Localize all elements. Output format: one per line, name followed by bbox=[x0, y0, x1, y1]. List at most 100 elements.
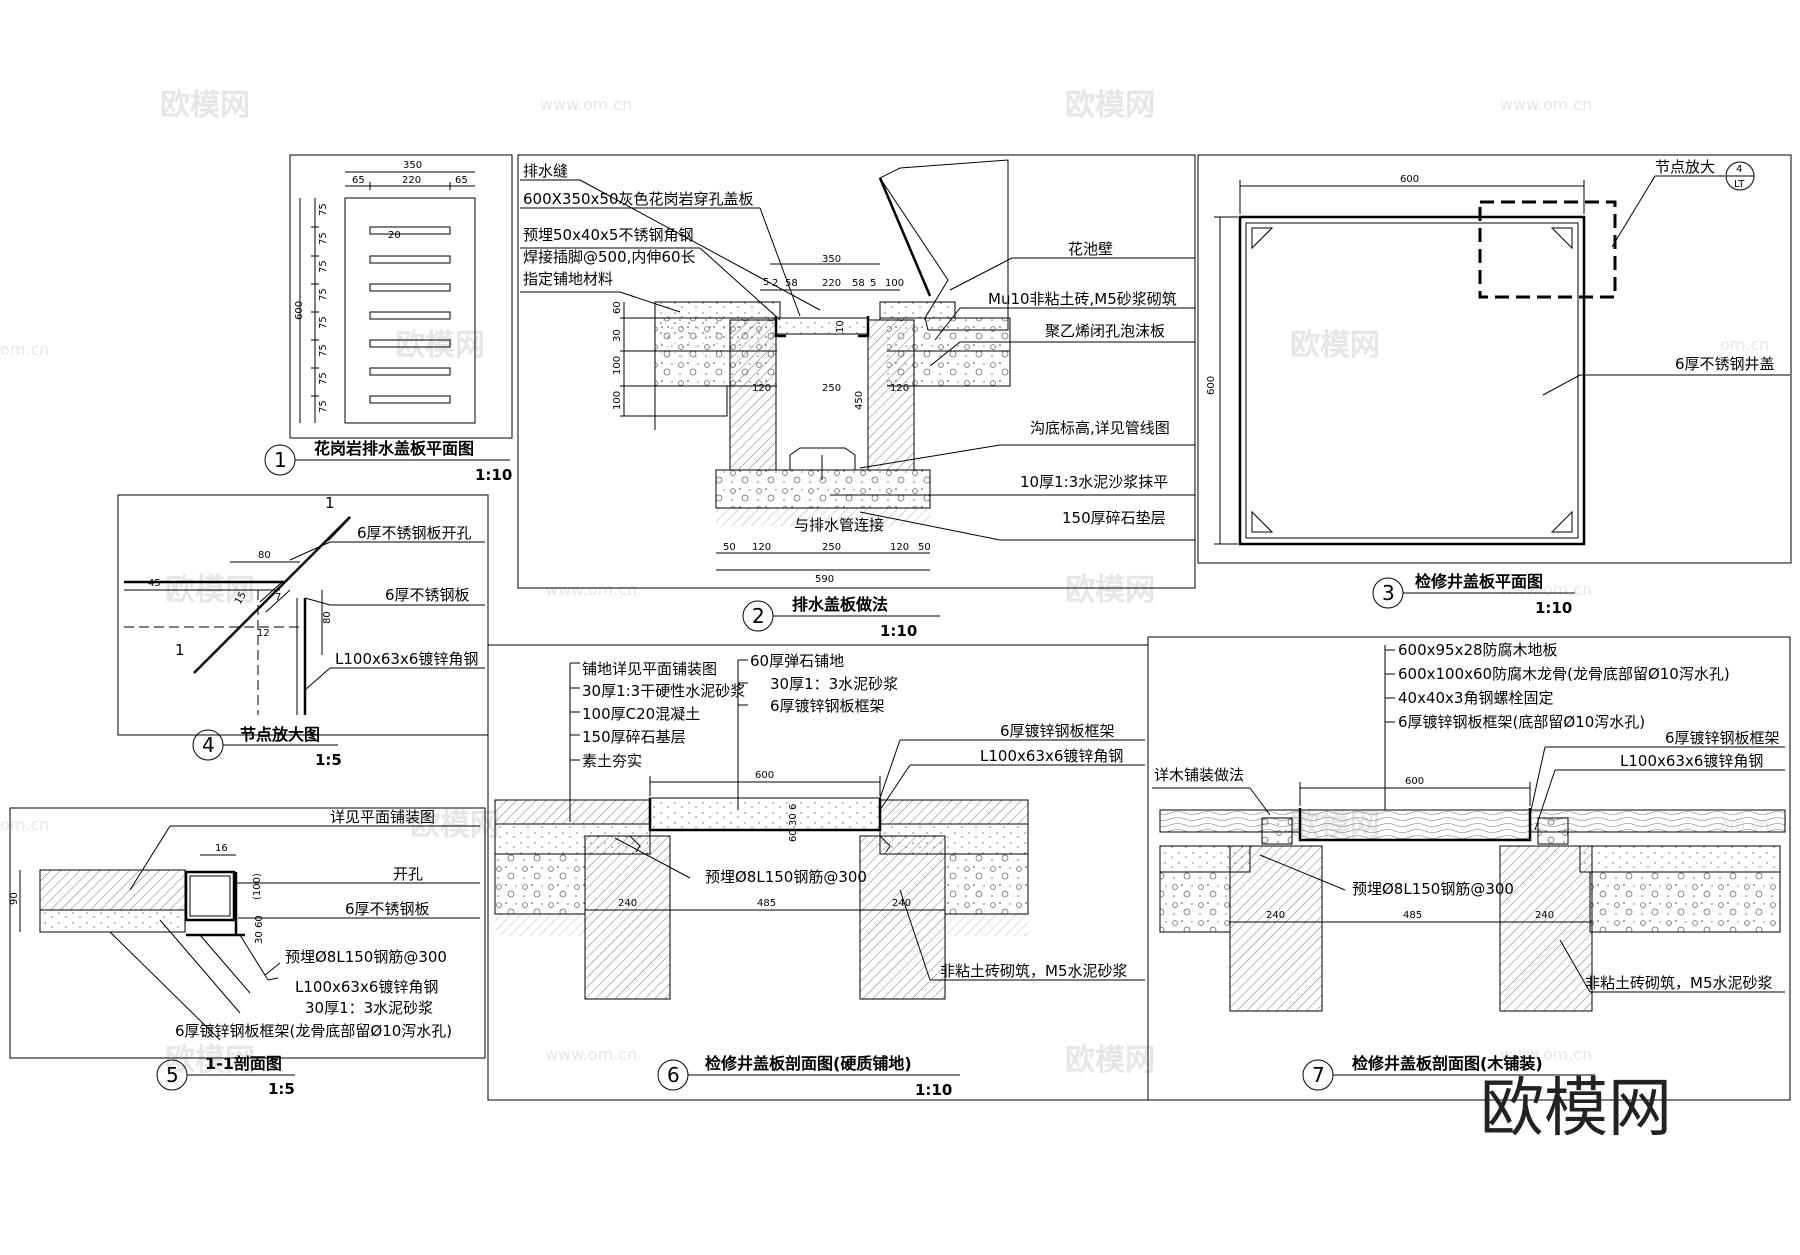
d2-dim-top: 220 bbox=[822, 278, 841, 289]
d2-label: 焊接插脚@500,内伸60长 bbox=[523, 248, 696, 266]
joist-left bbox=[1261, 817, 1293, 845]
d3-dim-height: 600 bbox=[1206, 376, 1217, 395]
d5-label: 预埋Ø8L150钢筋@300 bbox=[285, 948, 447, 966]
detail-5-title: 1-1剖面图 bbox=[205, 1054, 282, 1073]
steel-frame bbox=[648, 798, 882, 832]
d3-label-cover: 6厚不锈钢井盖 bbox=[1675, 355, 1775, 373]
detail-6-number: 6 bbox=[667, 1063, 680, 1087]
d5-dim: 30 bbox=[254, 931, 265, 944]
d7-label: 6厚镀锌钢板框架(底部留Ø10泻水孔) bbox=[1398, 713, 1645, 731]
detail-4-node-enlarge: 1 1 80 80 45 15 7 12 6厚不锈钢板开孔 6厚不锈钢板 L10… bbox=[117, 494, 489, 769]
well-cover-infill bbox=[649, 797, 881, 831]
d7-label: 详木铺装做法 bbox=[1154, 766, 1244, 784]
d1-dim-ticks-left bbox=[311, 226, 319, 397]
d5-label: 6厚镀锌钢板框架(龙骨底部留Ø10泻水孔) bbox=[175, 1022, 452, 1040]
anchor-bar bbox=[239, 934, 279, 981]
d1-dim-row: 75 bbox=[318, 372, 329, 385]
watermark-url: www.om.cn bbox=[1500, 1045, 1592, 1064]
brick-wall-left bbox=[585, 836, 670, 999]
d3-label-node: 节点放大 bbox=[1655, 158, 1715, 176]
d6-label: 150厚碎石基层 bbox=[582, 728, 686, 746]
detail-7-well-section-wood: 600 240 485 240 600x95x28防腐木地板 600x100x6… bbox=[1147, 636, 1791, 1101]
d5-label: L100x63x6镀锌角钢 bbox=[295, 978, 438, 996]
d2-label: 沟底标高,详见管线图 bbox=[1030, 419, 1170, 437]
d2-label: 聚乙烯闭孔泡沫板 bbox=[1045, 322, 1165, 340]
d2-dim-inner: 120 bbox=[752, 383, 771, 394]
d1-dim-height: 600 bbox=[294, 301, 305, 320]
node-enlarge-marker bbox=[1478, 200, 1617, 299]
watermark-url: www.om.cn bbox=[545, 1045, 637, 1064]
soil-base bbox=[716, 508, 930, 526]
d2-dim-top: 100 bbox=[885, 278, 904, 289]
watermark-brand: 欧模网 bbox=[1290, 328, 1380, 363]
planter-wall-edge bbox=[878, 177, 932, 297]
d2-dim-bottom-total: 590 bbox=[815, 574, 834, 585]
d5-label: 开孔 bbox=[393, 865, 423, 883]
brick-wall-left bbox=[1230, 846, 1322, 1011]
well-cover-outline bbox=[1238, 215, 1586, 546]
steel-box bbox=[184, 870, 236, 922]
d6-label: 60厚弹石铺地 bbox=[750, 652, 844, 670]
d2-dim-bottom: 250 bbox=[822, 542, 841, 553]
d1-dim-right-margin: 65 bbox=[455, 175, 468, 186]
detail-5-section-1-1: 90 16 (100) 60 30 详见平面铺装图 开孔 6厚不锈钢板 预埋Ø8… bbox=[9, 807, 486, 1098]
d6-label: 素土夯实 bbox=[582, 752, 642, 770]
d2-dim-top: 5 bbox=[763, 277, 769, 288]
watermark-layer: 欧模网 www.om.cn 欧模网 www.om.cn om.cn 欧模网 欧模… bbox=[0, 88, 1769, 1078]
d6-dim: 6 bbox=[788, 804, 799, 810]
gravel-bed bbox=[716, 470, 930, 508]
d1-dim-slot: 20 bbox=[388, 230, 401, 241]
d4-cut-bottom: 1 bbox=[175, 641, 185, 659]
detail-4-scale: 1:5 bbox=[315, 751, 342, 769]
corner-brackets bbox=[1251, 227, 1573, 533]
d2-label: 10厚1:3水泥沙浆抹平 bbox=[1020, 473, 1168, 491]
angle-steel-left bbox=[774, 316, 786, 338]
wood-deck-cover bbox=[1299, 809, 1531, 841]
d2-dim-inner: 450 bbox=[854, 391, 865, 410]
watermark-url: om.cn bbox=[0, 340, 49, 359]
d1-dim-row: 75 bbox=[318, 400, 329, 413]
d2-dim-top: 5 bbox=[870, 278, 876, 289]
d2-dim-top: 58 bbox=[785, 278, 798, 289]
d6-label: 铺地详见平面铺装图 bbox=[582, 660, 717, 678]
d7-label: L100x63x6镀锌角钢 bbox=[1620, 752, 1763, 770]
detail-2-frame bbox=[517, 154, 1196, 589]
d2-dim-top: 350 bbox=[822, 254, 841, 265]
detail-6-well-section-hard: 600 240 485 240 6 30 60 铺地详见平面铺装图 30厚1:3… bbox=[487, 644, 1149, 1101]
angle-steel-right bbox=[858, 316, 870, 338]
d6-dim: 60 bbox=[788, 829, 799, 842]
d2-label: 花池壁 bbox=[1068, 240, 1113, 258]
d5-dim: (100) bbox=[252, 873, 263, 900]
watermark-url: www.om.cn bbox=[1500, 95, 1592, 114]
d2-dim-top: 2 bbox=[772, 278, 778, 289]
d2-dim-left: 100 bbox=[612, 391, 623, 410]
d4-label: L100x63x6镀锌角钢 bbox=[335, 650, 478, 668]
d1-dim-row: 75 bbox=[318, 232, 329, 245]
d1-dim-left-margin: 65 bbox=[352, 175, 365, 186]
joist-right bbox=[1537, 817, 1569, 845]
d5-label: 详见平面铺装图 bbox=[330, 808, 435, 826]
d2-label: 150厚碎石垫层 bbox=[1062, 509, 1166, 527]
d6-dim: 600 bbox=[755, 770, 774, 781]
detail-6-scale: 1:10 bbox=[915, 1081, 952, 1099]
watermark-url: www.om.cn bbox=[540, 95, 632, 114]
detail-3-frame bbox=[1197, 154, 1792, 564]
detail-4-frame bbox=[117, 494, 489, 736]
d6-label: 预埋Ø8L150钢筋@300 bbox=[705, 868, 867, 886]
detail-2-scale: 1:10 bbox=[880, 622, 917, 640]
d7-dim: 600 bbox=[1405, 776, 1424, 787]
d2-leaders bbox=[520, 179, 1195, 541]
d3-ref-num: 4 bbox=[1736, 164, 1742, 175]
d4-dim: 80 bbox=[322, 611, 333, 624]
watermark-url: www.om.cn bbox=[545, 580, 637, 599]
detail-5-scale: 1:5 bbox=[268, 1080, 295, 1098]
d2-label: 指定铺地材料 bbox=[523, 270, 613, 288]
watermark-brand: 欧模网 bbox=[160, 88, 250, 123]
paving-hatch bbox=[40, 870, 185, 910]
d3-dim-width: 600 bbox=[1400, 174, 1419, 185]
gravel-right bbox=[945, 854, 1028, 914]
gravel-left bbox=[495, 854, 585, 914]
d5-label: 6厚不锈钢板 bbox=[345, 900, 430, 918]
d2-dim-left: 60 bbox=[612, 301, 623, 314]
